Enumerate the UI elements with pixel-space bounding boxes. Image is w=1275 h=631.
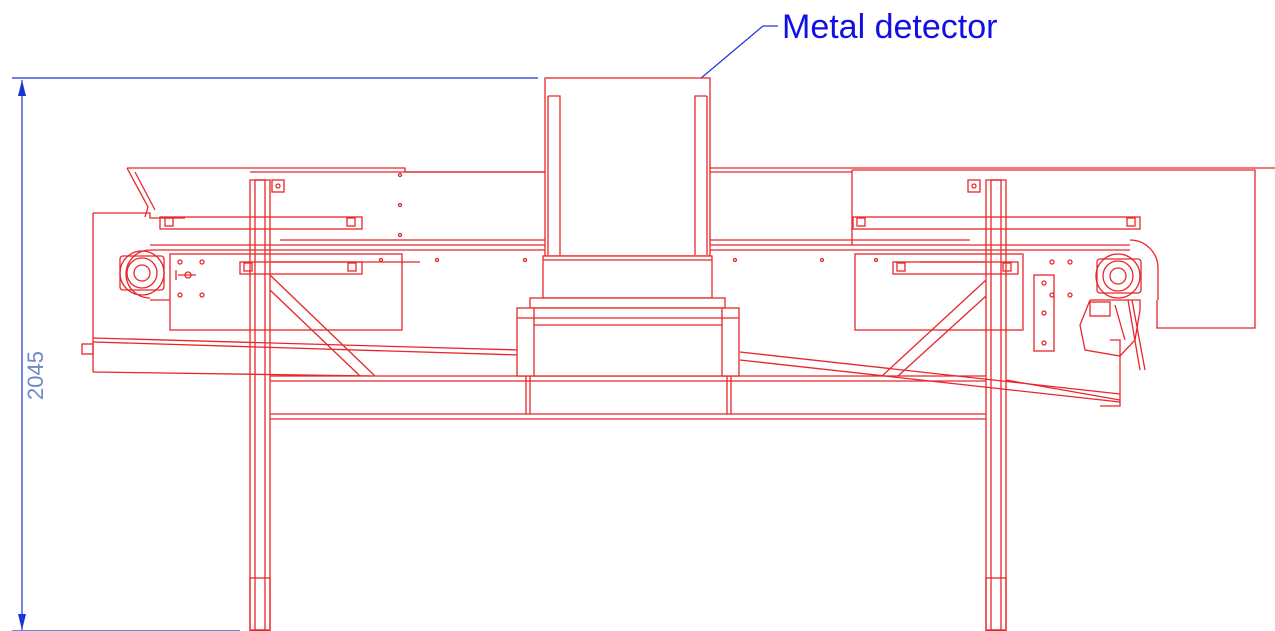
- height-dimension-value: 2045: [23, 351, 48, 400]
- metal-detector: [516, 77, 740, 377]
- conveyor-frame: [81, 167, 1275, 631]
- metal-detector-label: Metal detector: [782, 8, 997, 46]
- height-dimension: 2045: [12, 77, 538, 631]
